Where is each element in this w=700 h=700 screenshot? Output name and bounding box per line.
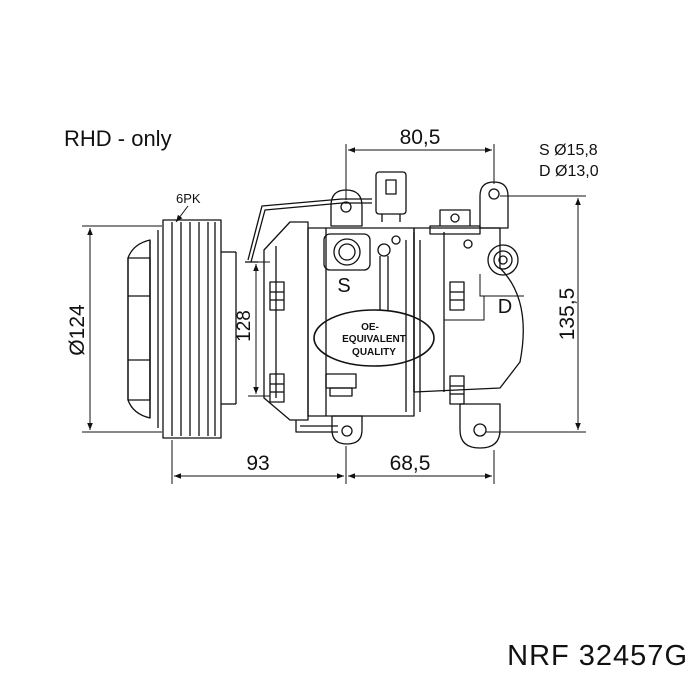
oe-stamp-line2: EQUIVALENT xyxy=(342,334,406,345)
pulley-assembly xyxy=(127,219,237,439)
pulley-leader xyxy=(175,205,189,223)
oe-stamp-line3: QUALITY xyxy=(352,347,396,358)
brand-name: NRF xyxy=(507,640,570,672)
part-number: 32457G xyxy=(578,640,688,672)
suction-port-letter: S xyxy=(337,275,350,297)
bolt-front-lower xyxy=(269,373,285,403)
suction-port xyxy=(323,233,371,271)
brand-label: NRF 32457G xyxy=(507,640,688,673)
bolt-front-upper xyxy=(269,281,285,311)
pulley-hub xyxy=(127,257,151,401)
oe-stamp xyxy=(313,309,435,367)
discharge-port xyxy=(487,244,519,276)
dim-total-height: 135,5 xyxy=(556,288,579,341)
oe-stamp-line1: OE- xyxy=(361,322,379,333)
mount-ear-bottom xyxy=(331,415,363,445)
dim-mount-to-rear: 68,5 xyxy=(390,452,431,475)
mount-ear-top xyxy=(330,189,363,227)
electrical-connector xyxy=(375,171,407,222)
pulley-grooves xyxy=(162,219,222,439)
dim-top-width: 80,5 xyxy=(400,126,441,149)
pulley-front-disc xyxy=(127,239,151,419)
dim-pulley-to-mount: 93 xyxy=(246,452,269,475)
bolt-rear-lower xyxy=(449,375,465,405)
rhd-note: RHD - only xyxy=(64,126,172,151)
port-spec-discharge: D Ø13,0 xyxy=(539,163,599,180)
compressor-body xyxy=(263,209,524,433)
port-spec-suction: S Ø15,8 xyxy=(539,142,598,159)
mount-ear-top-rear xyxy=(479,181,509,229)
dim-pulley-diameter: Ø124 xyxy=(66,304,89,356)
mount-ear-bottom-rear xyxy=(459,403,501,449)
pulley-type-label: 6PK xyxy=(176,191,201,206)
dim-body-height: 128 xyxy=(234,310,255,342)
bolt-rear-upper xyxy=(449,281,465,311)
discharge-port-letter: D xyxy=(498,296,512,318)
